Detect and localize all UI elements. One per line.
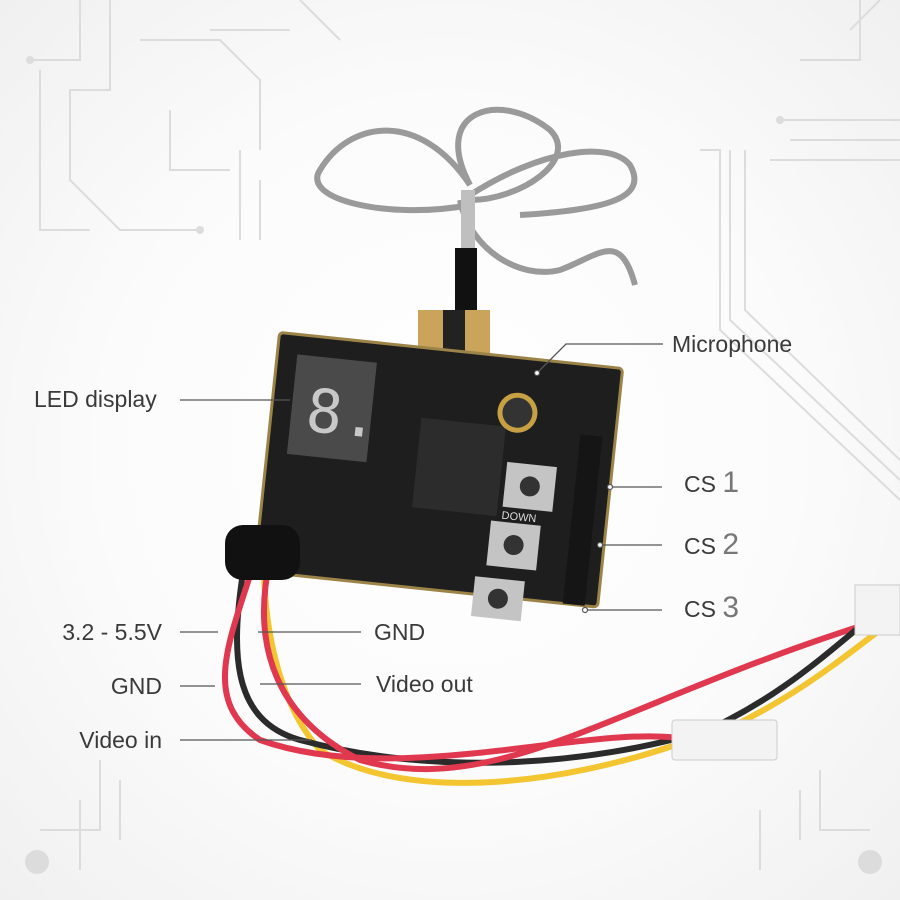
callout-lines	[180, 343, 663, 741]
label-video-in: Video in	[79, 727, 162, 753]
antenna-cable	[455, 248, 477, 318]
cloverleaf-antenna	[314, 106, 638, 286]
antenna-connector	[461, 190, 475, 250]
led-digit: 8.	[303, 376, 382, 453]
cs2-prefix: CS	[684, 533, 716, 559]
cs1-number: 1	[722, 466, 740, 499]
cs1-prefix: CS	[684, 471, 716, 497]
main-chip	[412, 417, 506, 517]
label-power: 3.2 - 5.5V	[62, 619, 162, 645]
label-microphone: Microphone	[672, 331, 793, 357]
wire-harness	[222, 537, 883, 786]
label-gnd-left: GND	[110, 673, 162, 699]
vtx-board: 8. DOWN	[253, 331, 624, 622]
label-gnd-right: GND	[374, 619, 426, 645]
label-cs1: CS 1	[684, 468, 739, 498]
cs3-number: 3	[722, 591, 740, 624]
led-display	[286, 354, 377, 463]
heat-shrink	[225, 525, 300, 580]
label-cs2: CS 2	[684, 530, 739, 560]
circuit-pad-decoration	[25, 56, 882, 874]
label-led-display: LED display	[34, 386, 157, 412]
label-video-out: Video out	[376, 671, 473, 697]
circuit-trace-decoration	[30, 0, 900, 870]
connector-plug-right	[854, 584, 900, 636]
label-cs3: CS 3	[684, 593, 739, 623]
connector-plug	[671, 719, 778, 761]
down-silkscreen: DOWN	[501, 510, 537, 526]
cs2-number: 2	[722, 528, 740, 561]
cs3-prefix: CS	[684, 596, 716, 622]
